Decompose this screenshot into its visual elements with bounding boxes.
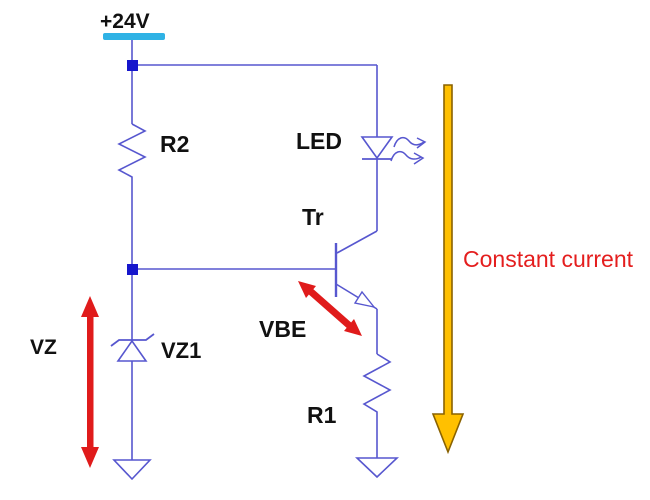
- supply-rail-bar: [103, 33, 165, 40]
- transistor-collector-lead: [336, 230, 378, 254]
- constant-current-label: Constant current: [463, 246, 634, 272]
- ground-symbol-left: [112, 459, 152, 481]
- light-wave-2: [390, 150, 422, 162]
- transistor-emitter-arrow-icon: [353, 290, 376, 309]
- light-wave-1-arrowhead: [416, 137, 427, 149]
- wire-group: [117, 40, 392, 460]
- supply-voltage-label: +24V: [100, 10, 150, 33]
- vbe-arrow-head-up: [298, 281, 316, 298]
- zener-symbol: [116, 339, 148, 362]
- light-emission-icon: [390, 136, 427, 165]
- led-symbol: [360, 136, 394, 160]
- resistor-r1-label: R1: [307, 402, 337, 428]
- ground-symbol-right: [354, 457, 400, 479]
- vz-arrow-shaft: [87, 312, 94, 452]
- vz-measure-arrow: [81, 296, 99, 468]
- junction-node-top: [127, 60, 138, 71]
- vz-arrow-head-down: [81, 447, 99, 468]
- resistor-r2-symbol: [117, 123, 147, 264]
- transistor-label: Tr: [302, 204, 324, 230]
- vbe-arrow-head-down: [344, 319, 362, 336]
- light-wave-1: [393, 136, 425, 148]
- constant-current-arrow: [431, 84, 465, 455]
- junction-node-base: [127, 264, 138, 275]
- vz-arrow-head-up: [81, 296, 99, 317]
- vbe-arrow-shaft: [306, 287, 354, 330]
- vbe-measure-arrow: [298, 281, 362, 336]
- resistor-r2-label: R2: [160, 131, 190, 157]
- led-label: LED: [296, 128, 342, 154]
- vbe-label: VBE: [259, 316, 307, 342]
- zener-cathode-bar: [110, 333, 155, 347]
- resistor-r1-symbol: [362, 353, 392, 458]
- vz-label: VZ: [30, 336, 57, 359]
- zener-diode-label: VZ1: [161, 338, 202, 363]
- light-wave-2-arrowhead: [413, 152, 425, 165]
